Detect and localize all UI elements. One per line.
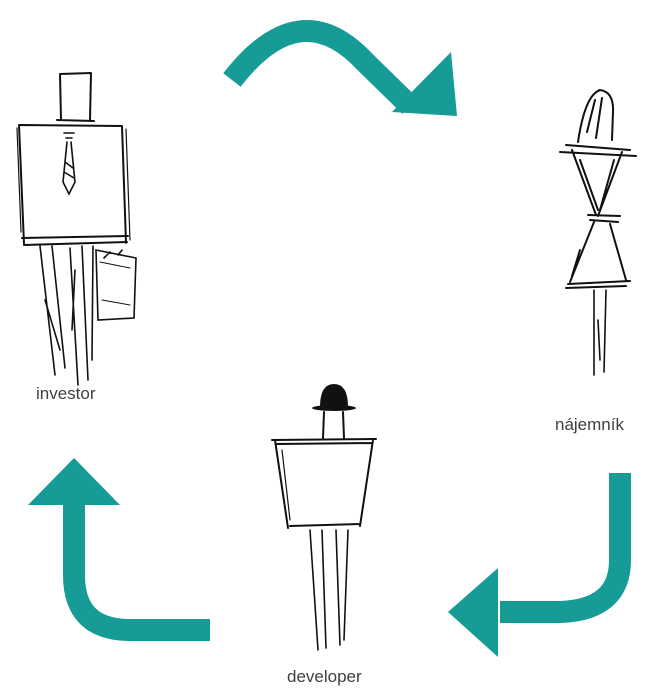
arrow-tenant-to-developer [448, 473, 631, 657]
investor-label: investor [36, 384, 96, 403]
tenant-figure-icon [559, 88, 637, 376]
arrow-developer-to-investor [28, 458, 210, 641]
tenant-label: nájemník [555, 415, 624, 434]
developer-label: developer [287, 667, 362, 686]
developer-figure-icon [271, 384, 377, 651]
investor-figure-icon [16, 72, 137, 386]
arrow-investor-to-tenant [223, 20, 457, 116]
